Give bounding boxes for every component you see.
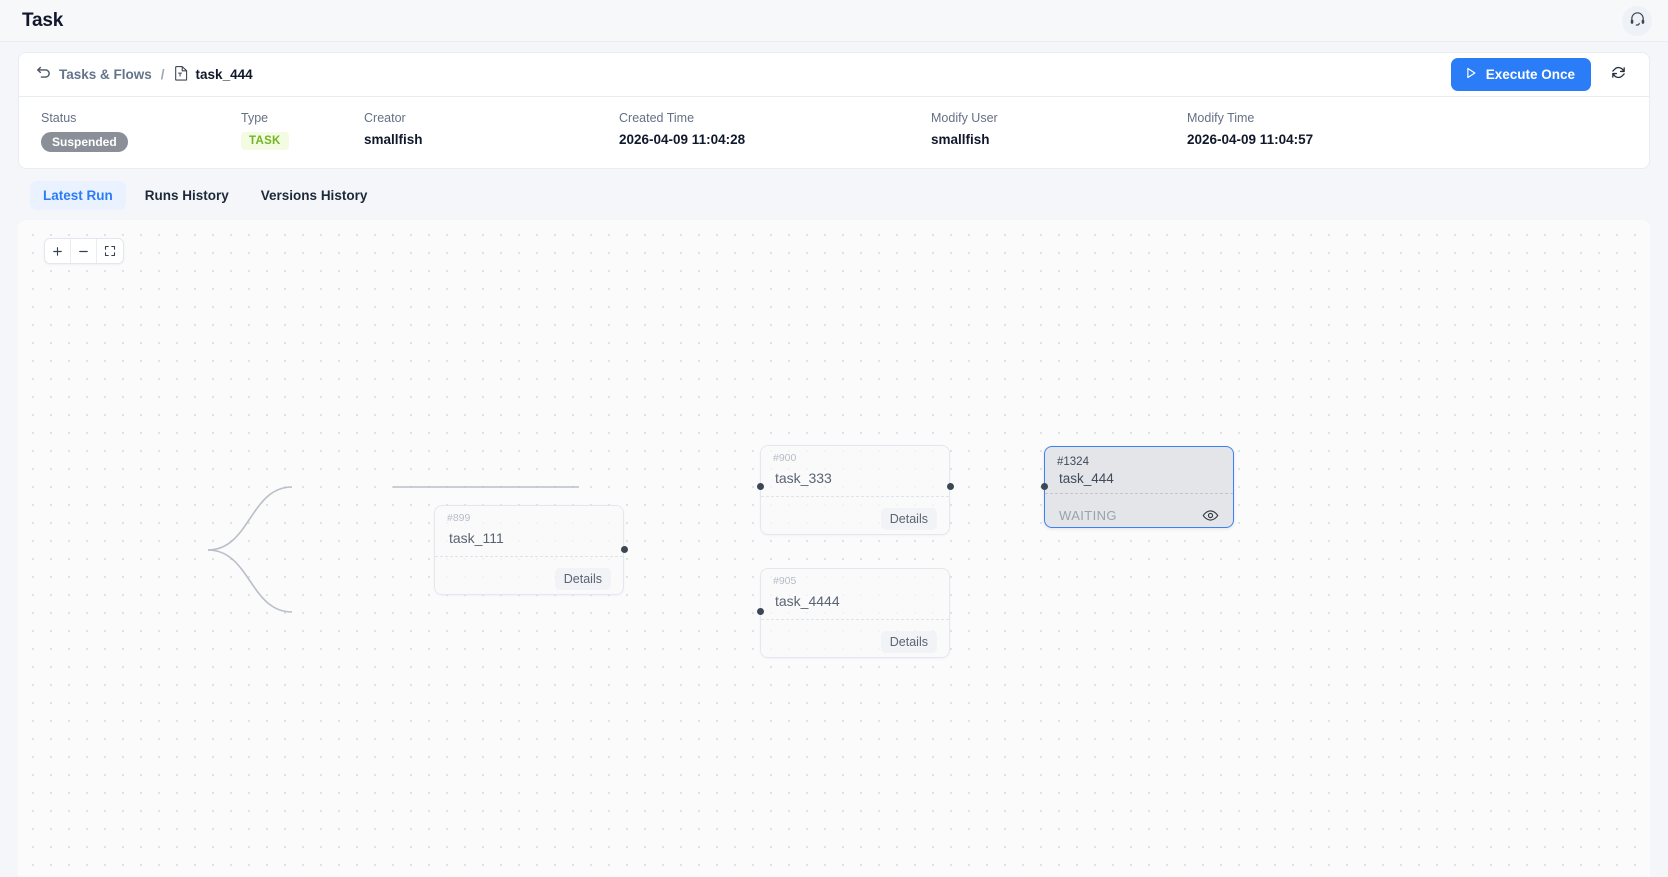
breadcrumb-bar: Tasks & Flows / task_444 Execute Once bbox=[18, 52, 1650, 96]
flow-canvas[interactable]: #899 task_111 Details #900 task_333 Deta… bbox=[18, 220, 1650, 877]
node-footer: Details bbox=[761, 497, 949, 541]
meta-modify-user-label: Modify User bbox=[931, 111, 998, 125]
node-id-label: #900 bbox=[773, 452, 797, 464]
node-footer: Details bbox=[435, 557, 623, 601]
node-output-port[interactable] bbox=[621, 546, 628, 553]
meta-created-value: 2026-04-09 11:04:28 bbox=[619, 132, 746, 147]
status-badge: Suspended bbox=[41, 132, 128, 152]
play-icon bbox=[1464, 66, 1478, 83]
flow-node-task-111[interactable]: #899 task_111 Details bbox=[434, 505, 624, 595]
meta-modify-time-value: 2026-04-09 11:04:57 bbox=[1187, 132, 1314, 147]
meta-modify-user: Modify User smallfish bbox=[931, 111, 1187, 152]
node-title-label: task_333 bbox=[775, 469, 832, 486]
flow-node-task-333[interactable]: #900 task_333 Details bbox=[760, 445, 950, 535]
headset-icon bbox=[1629, 10, 1646, 32]
meta-created-time: Created Time 2026-04-09 11:04:28 bbox=[619, 111, 931, 152]
support-button[interactable] bbox=[1622, 5, 1652, 36]
meta-created-label: Created Time bbox=[619, 111, 695, 125]
node-divider bbox=[761, 618, 949, 620]
node-footer: WAITING bbox=[1045, 494, 1233, 536]
tab-latest-run[interactable]: Latest Run bbox=[30, 181, 126, 210]
type-badge: TASK bbox=[241, 132, 289, 150]
tab-bar: Latest Run Runs History Versions History bbox=[30, 181, 1650, 210]
tab-runs-history[interactable]: Runs History bbox=[144, 188, 229, 203]
node-details-button[interactable]: Details bbox=[880, 507, 937, 530]
node-footer: Details bbox=[761, 620, 949, 664]
node-title-label: task_444 bbox=[1059, 470, 1114, 486]
node-input-port[interactable] bbox=[1041, 483, 1048, 490]
refresh-icon bbox=[1610, 64, 1627, 86]
node-divider bbox=[761, 495, 949, 497]
meta-type-label: Type bbox=[241, 111, 269, 125]
node-details-button[interactable]: Details bbox=[554, 567, 611, 590]
task-meta-card: Status Suspended Type TASK Creator small… bbox=[18, 96, 1650, 169]
node-divider bbox=[435, 555, 623, 557]
execute-once-button[interactable]: Execute Once bbox=[1450, 58, 1591, 91]
refresh-button[interactable] bbox=[1603, 60, 1633, 90]
eye-icon[interactable] bbox=[1202, 507, 1219, 524]
page-title: Task bbox=[22, 9, 64, 31]
meta-creator-value: smallfish bbox=[364, 132, 423, 147]
node-input-port[interactable] bbox=[757, 483, 764, 490]
breadcrumb-separator: / bbox=[160, 67, 165, 82]
node-output-port[interactable] bbox=[947, 483, 954, 490]
meta-creator: Creator smallfish bbox=[364, 111, 619, 152]
tab-versions-history[interactable]: Versions History bbox=[260, 188, 368, 203]
meta-status-label: Status bbox=[41, 111, 77, 125]
meta-modify-time-label: Modify Time bbox=[1187, 111, 1255, 125]
breadcrumb-current: task_444 bbox=[195, 67, 253, 82]
meta-creator-label: Creator bbox=[364, 111, 406, 125]
flow-node-task-444[interactable]: #1324 task_444 WAITING bbox=[1044, 446, 1234, 528]
meta-modify-time: Modify Time 2026-04-09 11:04:57 bbox=[1187, 111, 1627, 152]
meta-type: Type TASK bbox=[241, 111, 364, 152]
node-id-label: #899 bbox=[447, 512, 471, 524]
zoom-in-button[interactable] bbox=[45, 239, 71, 263]
node-id-label: #905 bbox=[773, 575, 797, 587]
node-title-label: task_111 bbox=[449, 529, 504, 546]
fit-view-button[interactable] bbox=[97, 239, 123, 263]
execute-once-label: Execute Once bbox=[1485, 67, 1575, 82]
back-arrow-icon[interactable] bbox=[35, 65, 52, 85]
meta-modify-user-value: smallfish bbox=[931, 132, 990, 147]
breadcrumb: Tasks & Flows / task_444 bbox=[35, 65, 253, 85]
node-id-label: #1324 bbox=[1057, 456, 1089, 468]
app-header: Task bbox=[0, 0, 1668, 42]
node-title-label: task_4444 bbox=[775, 592, 840, 609]
zoom-out-button[interactable] bbox=[71, 239, 97, 263]
node-divider bbox=[1045, 493, 1233, 495]
canvas-zoom-controls bbox=[44, 238, 124, 264]
flow-node-task-4444[interactable]: #905 task_4444 Details bbox=[760, 568, 950, 658]
node-details-button[interactable]: Details bbox=[880, 630, 937, 653]
canvas-dot-grid bbox=[18, 220, 1650, 877]
meta-status: Status Suspended bbox=[41, 111, 241, 152]
flow-edges bbox=[207, 486, 579, 613]
node-input-port[interactable] bbox=[757, 608, 764, 615]
task-file-icon bbox=[174, 65, 189, 84]
breadcrumb-parent-link[interactable]: Tasks & Flows bbox=[59, 67, 152, 82]
node-status-label: WAITING bbox=[1059, 507, 1117, 523]
